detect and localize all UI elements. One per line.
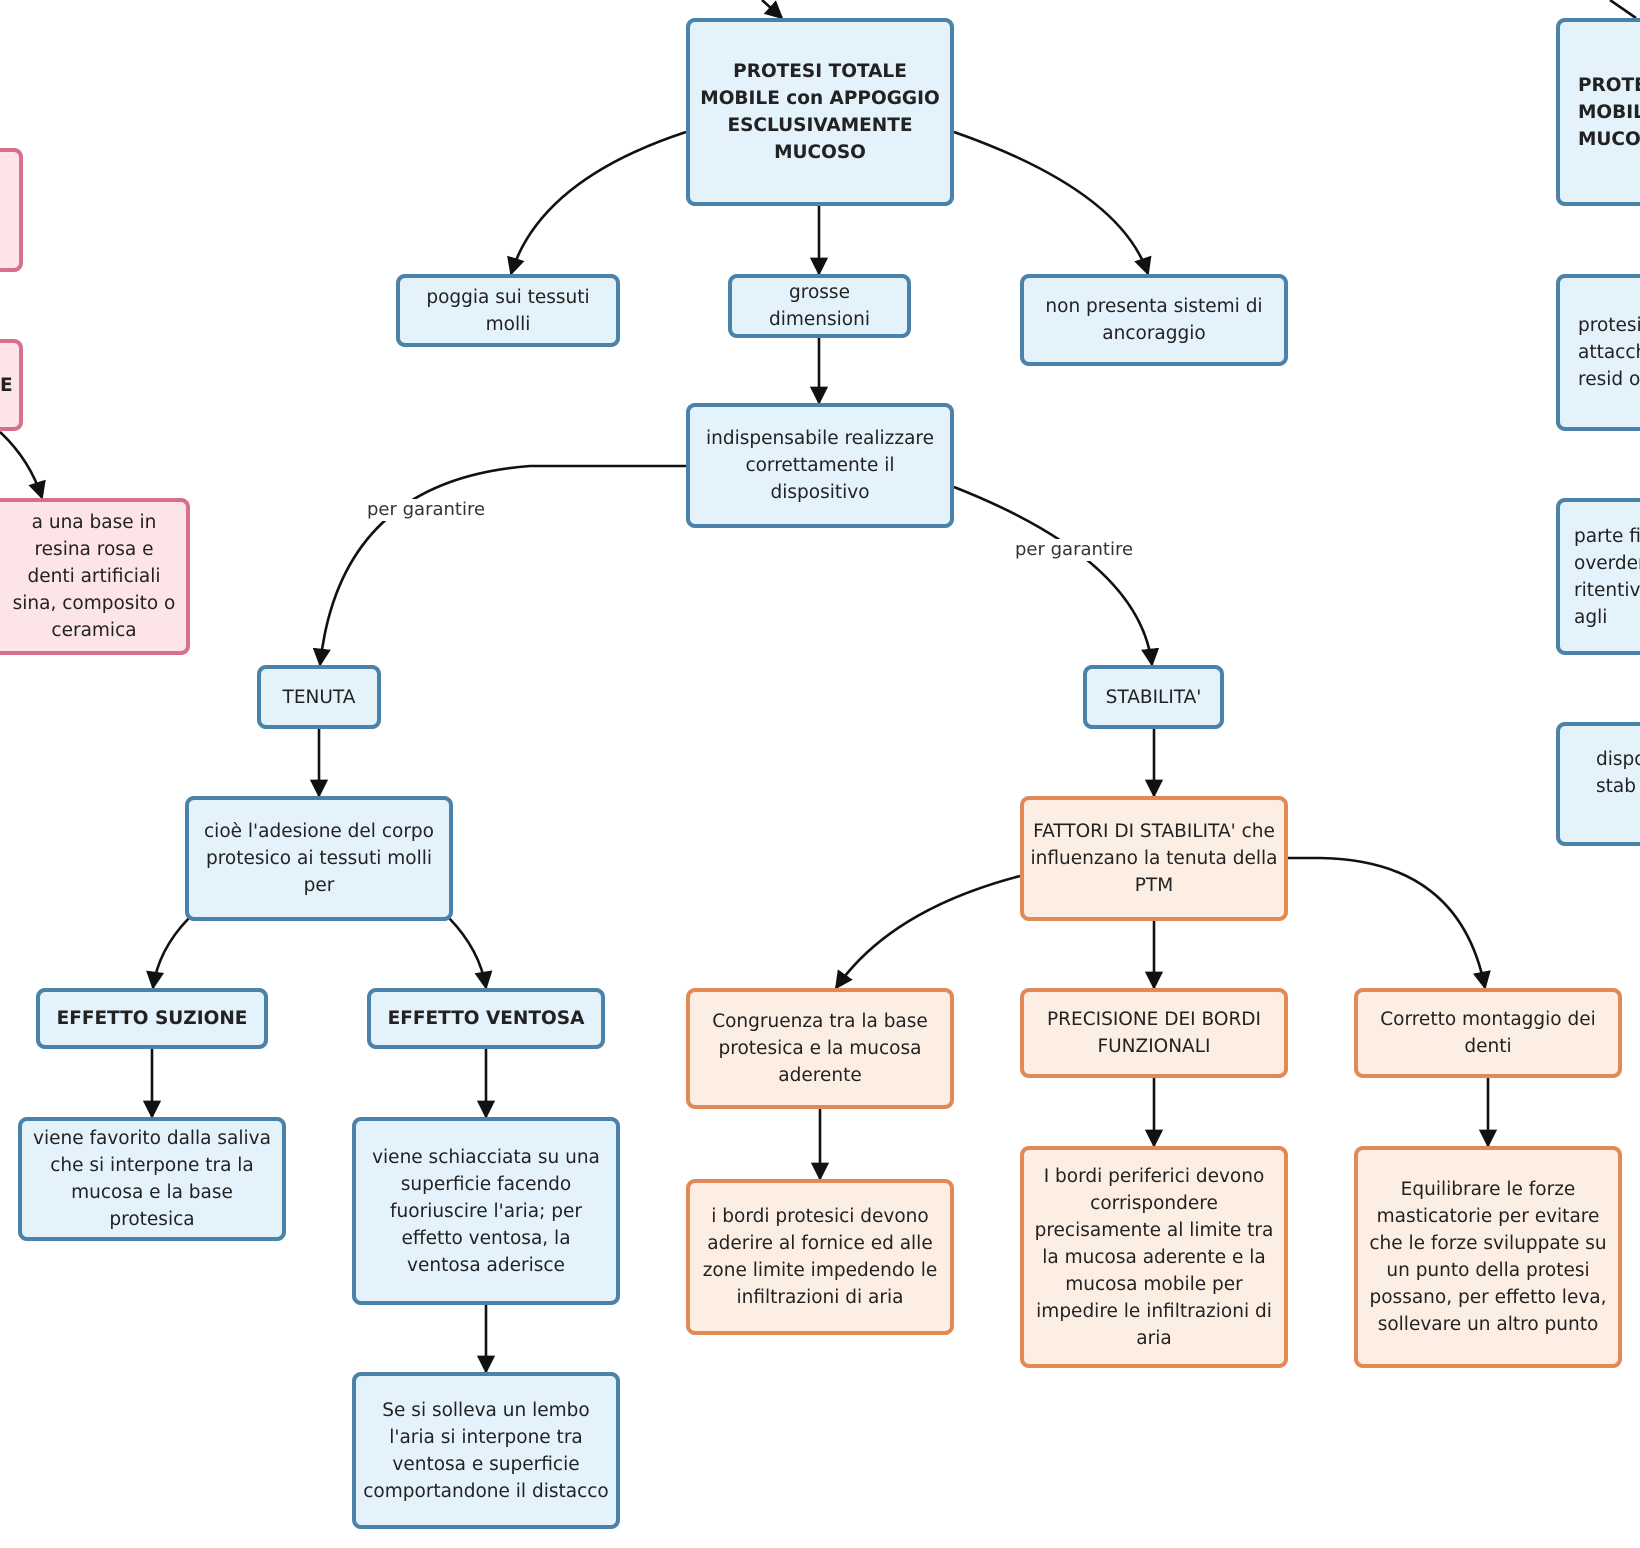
node-precisione[interactable]: PRECISIONE DEI BORDI FUNZIONALI	[1020, 988, 1288, 1078]
node-fattori[interactable]: FATTORI DI STABILITA' che influenzano la…	[1020, 796, 1288, 921]
node-bordi-periferici[interactable]: I bordi periferici devono corrispondere …	[1020, 1146, 1288, 1368]
node-tenuta[interactable]: TENUTA	[257, 665, 381, 729]
node-right-top[interactable]: PROTES MOBIL MUCO	[1556, 18, 1640, 206]
node-grosse[interactable]: grosse dimensioni	[728, 274, 911, 338]
node-equilibrare[interactable]: Equilibrare le forze masticatorie per ev…	[1354, 1146, 1622, 1368]
edge-incoming-root	[761, 0, 784, 20]
edge-indisp-stabilita	[953, 485, 1160, 667]
node-left-e[interactable]: E	[0, 339, 23, 431]
edge-label-right: per garantire	[1013, 539, 1136, 561]
node-left-top[interactable]	[0, 148, 23, 272]
edge-cioe-suzione	[146, 917, 190, 990]
edge-fattori-corretto	[1287, 856, 1491, 990]
node-congruenza[interactable]: Congruenza tra la base protesica e la mu…	[686, 988, 954, 1109]
node-corretto[interactable]: Corretto montaggio dei denti	[1354, 988, 1622, 1078]
edge-root-nonpresenta	[953, 130, 1152, 276]
node-stabilita[interactable]: STABILITA'	[1083, 665, 1224, 729]
node-right-parte[interactable]: parte fis overden ritentivi agli	[1556, 498, 1640, 655]
node-solleva[interactable]: Se si solleva un lembo l'aria si interpo…	[352, 1372, 620, 1529]
node-bordi-protesici[interactable]: i bordi protesici devono aderire al forn…	[686, 1179, 954, 1335]
edge-cioe-ventosa	[448, 917, 493, 990]
edge-root-poggia	[507, 130, 687, 276]
node-right-protesi[interactable]: protesi attacch resid o:	[1556, 274, 1640, 431]
edge-left-e-base	[0, 431, 46, 500]
node-indispensabile[interactable]: indispensabile realizzare correttamente …	[686, 403, 954, 528]
node-cioe[interactable]: cioè l'adesione del corpo protesico ai t…	[185, 796, 453, 921]
edge-fattori-congruenza	[834, 874, 1021, 990]
node-favorito[interactable]: viene favorito dalla saliva che si inter…	[18, 1117, 286, 1241]
edge-incoming-right	[1609, 0, 1637, 20]
node-effetto-ventosa[interactable]: EFFETTO VENTOSA	[367, 988, 605, 1049]
node-nonpresenta[interactable]: non presenta sistemi di ancoraggio	[1020, 274, 1288, 366]
edge-label-left: per garantire	[365, 499, 488, 521]
node-left-base[interactable]: a una base in resina rosa e denti artifi…	[0, 498, 190, 655]
node-root[interactable]: PROTESI TOTALE MOBILE con APPOGGIO ESCLU…	[686, 18, 954, 206]
node-schiacciata[interactable]: viene schiacciata su una superficie face…	[352, 1117, 620, 1305]
edge-indisp-tenuta	[312, 464, 686, 667]
node-effetto-suzione[interactable]: EFFETTO SUZIONE	[36, 988, 268, 1049]
node-right-dispo[interactable]: dispo stab	[1556, 722, 1640, 846]
node-poggia[interactable]: poggia sui tessuti molli	[396, 274, 620, 347]
